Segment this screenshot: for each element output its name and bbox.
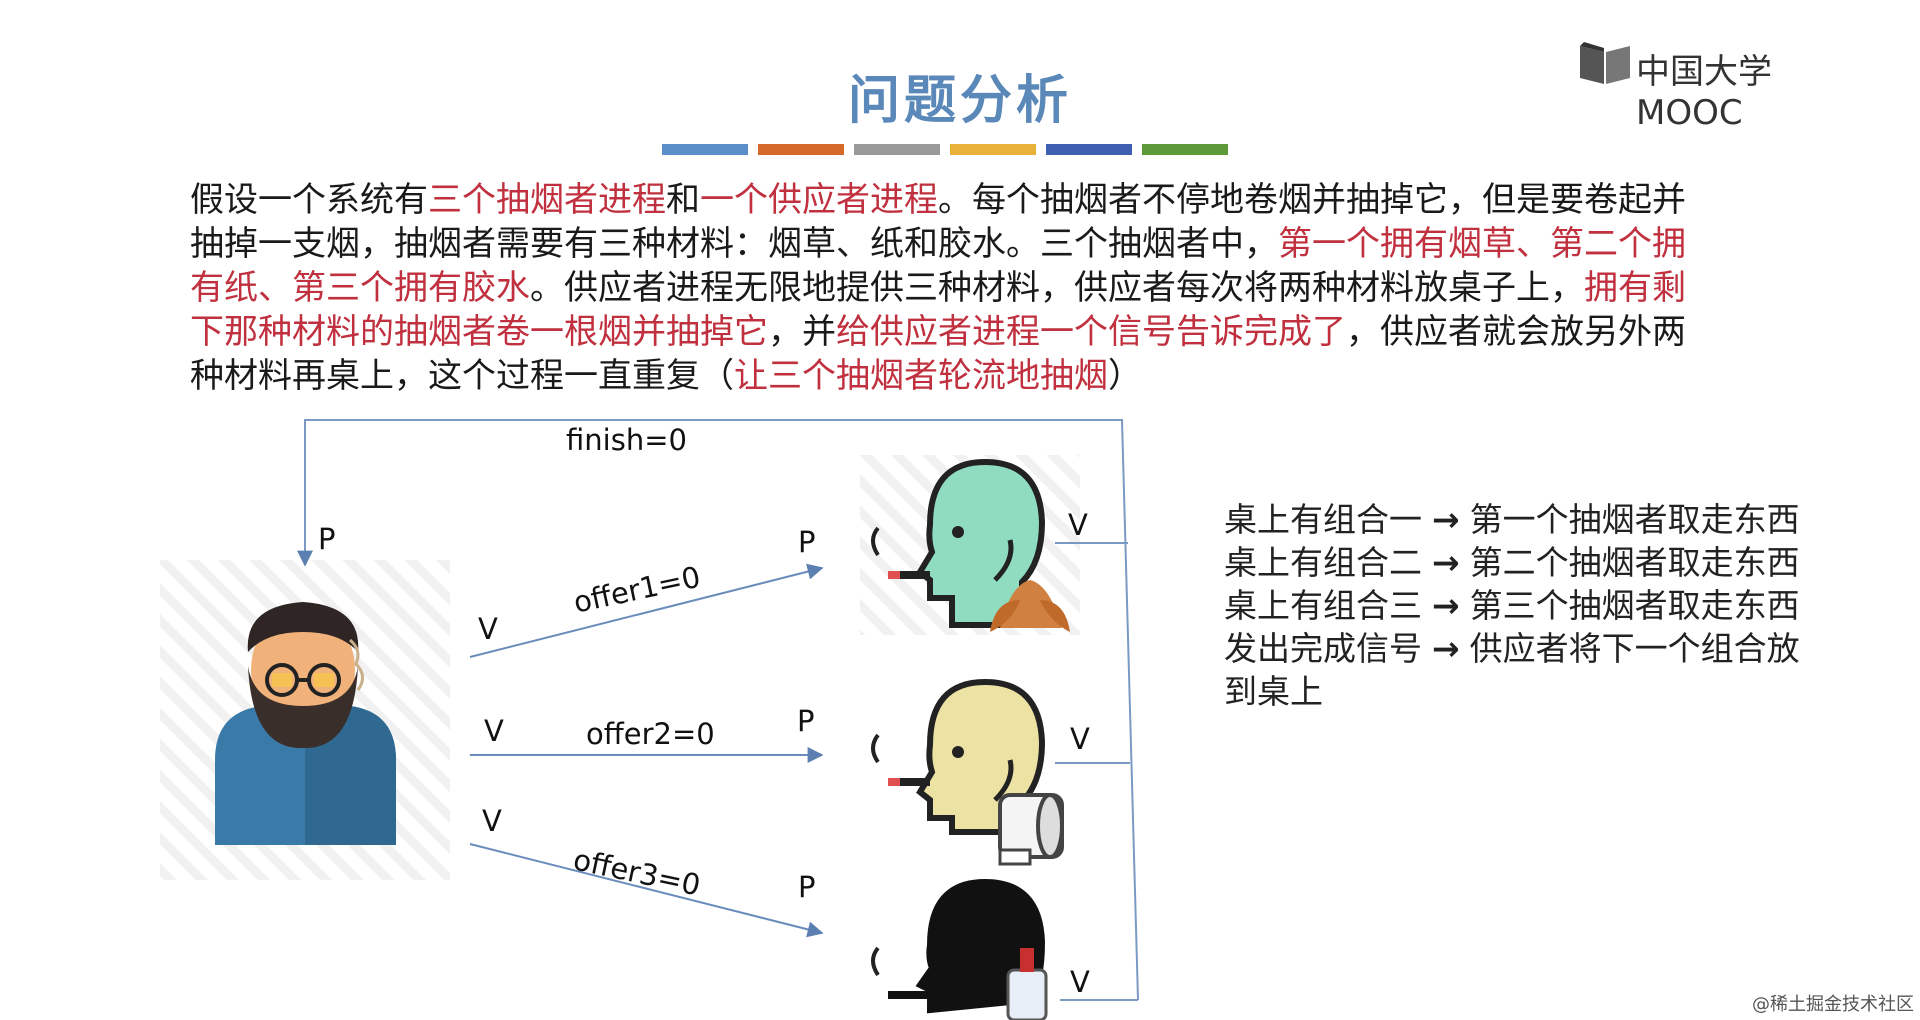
finish-loop-arrow: [297, 419, 1139, 1001]
offer1-p-label: P: [798, 525, 816, 559]
smoker1-v-label: V: [1068, 508, 1088, 542]
note-line: 桌上有组合二 →第二个抽烟者取走东西: [1224, 541, 1864, 584]
smoker1-icon: [871, 458, 1070, 632]
logo-text: 中国大学MOOC: [1636, 52, 1772, 133]
note-line: 桌上有组合三 →第三个抽烟者取走东西: [1224, 584, 1864, 627]
color-bar: [662, 144, 748, 155]
smoker3-v-label: V: [1070, 965, 1090, 999]
paragraph-text: 和: [666, 180, 700, 220]
note-left: 桌上有组合一: [1224, 500, 1422, 539]
smoker2-icon: [871, 678, 1064, 866]
color-bar: [950, 144, 1036, 155]
highlighted-text: 三个抽烟者进程: [428, 180, 666, 220]
paragraph-text: 。每个抽烟者不停地卷烟并抽掉它，但是要卷起并抽掉一支烟，抽烟者需要有三种材料：烟…: [190, 180, 1686, 264]
offer2-label: offer2=0: [586, 717, 715, 751]
note-left: 桌上有组合二: [1224, 543, 1422, 582]
note-line: 桌上有组合一 →第一个抽烟者取走东西: [1224, 498, 1864, 541]
note-right: 供应者将下一个组合放: [1469, 629, 1800, 668]
offer3-v-label: V: [482, 804, 502, 838]
supplier-icon: [215, 602, 396, 845]
note-line: 到桌上: [1224, 670, 1864, 713]
book-icon: [1580, 42, 1630, 84]
slide-title: 问题分析: [847, 71, 1072, 131]
offer1-label: offer1=0: [570, 559, 704, 620]
highlighted-text: 第一个拥有烟草、第二个拥有纸、第三个拥有胶水: [190, 224, 1686, 308]
color-bar: [1142, 144, 1228, 155]
watermark: @稀土掘金技术社区: [1752, 994, 1914, 1015]
color-bar: [1046, 144, 1132, 155]
note-left: 发出完成信号: [1224, 629, 1422, 668]
arrow-icon: →: [1432, 543, 1460, 582]
offer2-p-label: P: [797, 704, 815, 738]
problem-description: 假设一个系统有三个抽烟者进程和一个供应者进程。每个抽烟者不停地卷烟并抽掉它，但是…: [190, 178, 1710, 398]
color-bar: [758, 144, 844, 155]
supplier-background: [160, 560, 450, 880]
highlighted-text: 拥有剩下那种材料的抽烟者卷一根烟并抽掉它: [190, 268, 1686, 352]
smoker3-icon: [871, 878, 1048, 1020]
paragraph-text: ）: [1108, 356, 1142, 396]
finish-label: finish=0: [566, 423, 687, 457]
note-right: 第二个抽烟者取走东西: [1469, 543, 1800, 582]
note-left: 到桌上: [1224, 672, 1323, 711]
offer3-p-label: P: [798, 870, 816, 904]
highlighted-text: 让三个抽烟者轮流地抽烟: [734, 356, 1108, 396]
highlighted-text: 一个供应者进程: [700, 180, 938, 220]
highlighted-text: 给供应者进程一个信号告诉完成了: [836, 312, 1346, 352]
offer3-label: offer3=0: [570, 842, 704, 903]
offer2-v-label: V: [484, 714, 504, 748]
paragraph-text: 假设一个系统有: [190, 180, 428, 220]
supplier-p-label: P: [318, 522, 336, 556]
offer1-v-label: V: [478, 612, 498, 646]
combination-notes: 桌上有组合一→第一个抽烟者取走东西 桌上有组合二→第二个抽烟者取走东西 桌上有组…: [1224, 498, 1864, 713]
smoker1-background: [860, 455, 1080, 635]
smoker2-v-label: V: [1070, 722, 1090, 756]
paragraph-text: ，并: [768, 312, 836, 352]
arrow-icon: →: [1432, 500, 1460, 539]
note-line: 发出完成信号 →供应者将下一个组合放: [1224, 627, 1864, 670]
paragraph-text: ，供应者就会放另外两种材料再桌上，这个过程一直重复（: [190, 312, 1686, 396]
note-right: 第一个抽烟者取走东西: [1469, 500, 1800, 539]
paragraph-text: 。供应者进程无限地提供三种材料，供应者每次将两种材料放桌子上，: [530, 268, 1584, 308]
note-left: 桌上有组合三: [1224, 586, 1422, 625]
mooc-logo: 中国大学MOOC: [1578, 40, 1858, 133]
note-right: 第三个抽烟者取走东西: [1469, 586, 1800, 625]
arrow-icon: →: [1432, 586, 1460, 625]
color-bar: [854, 144, 940, 155]
arrow-icon: →: [1432, 629, 1460, 668]
